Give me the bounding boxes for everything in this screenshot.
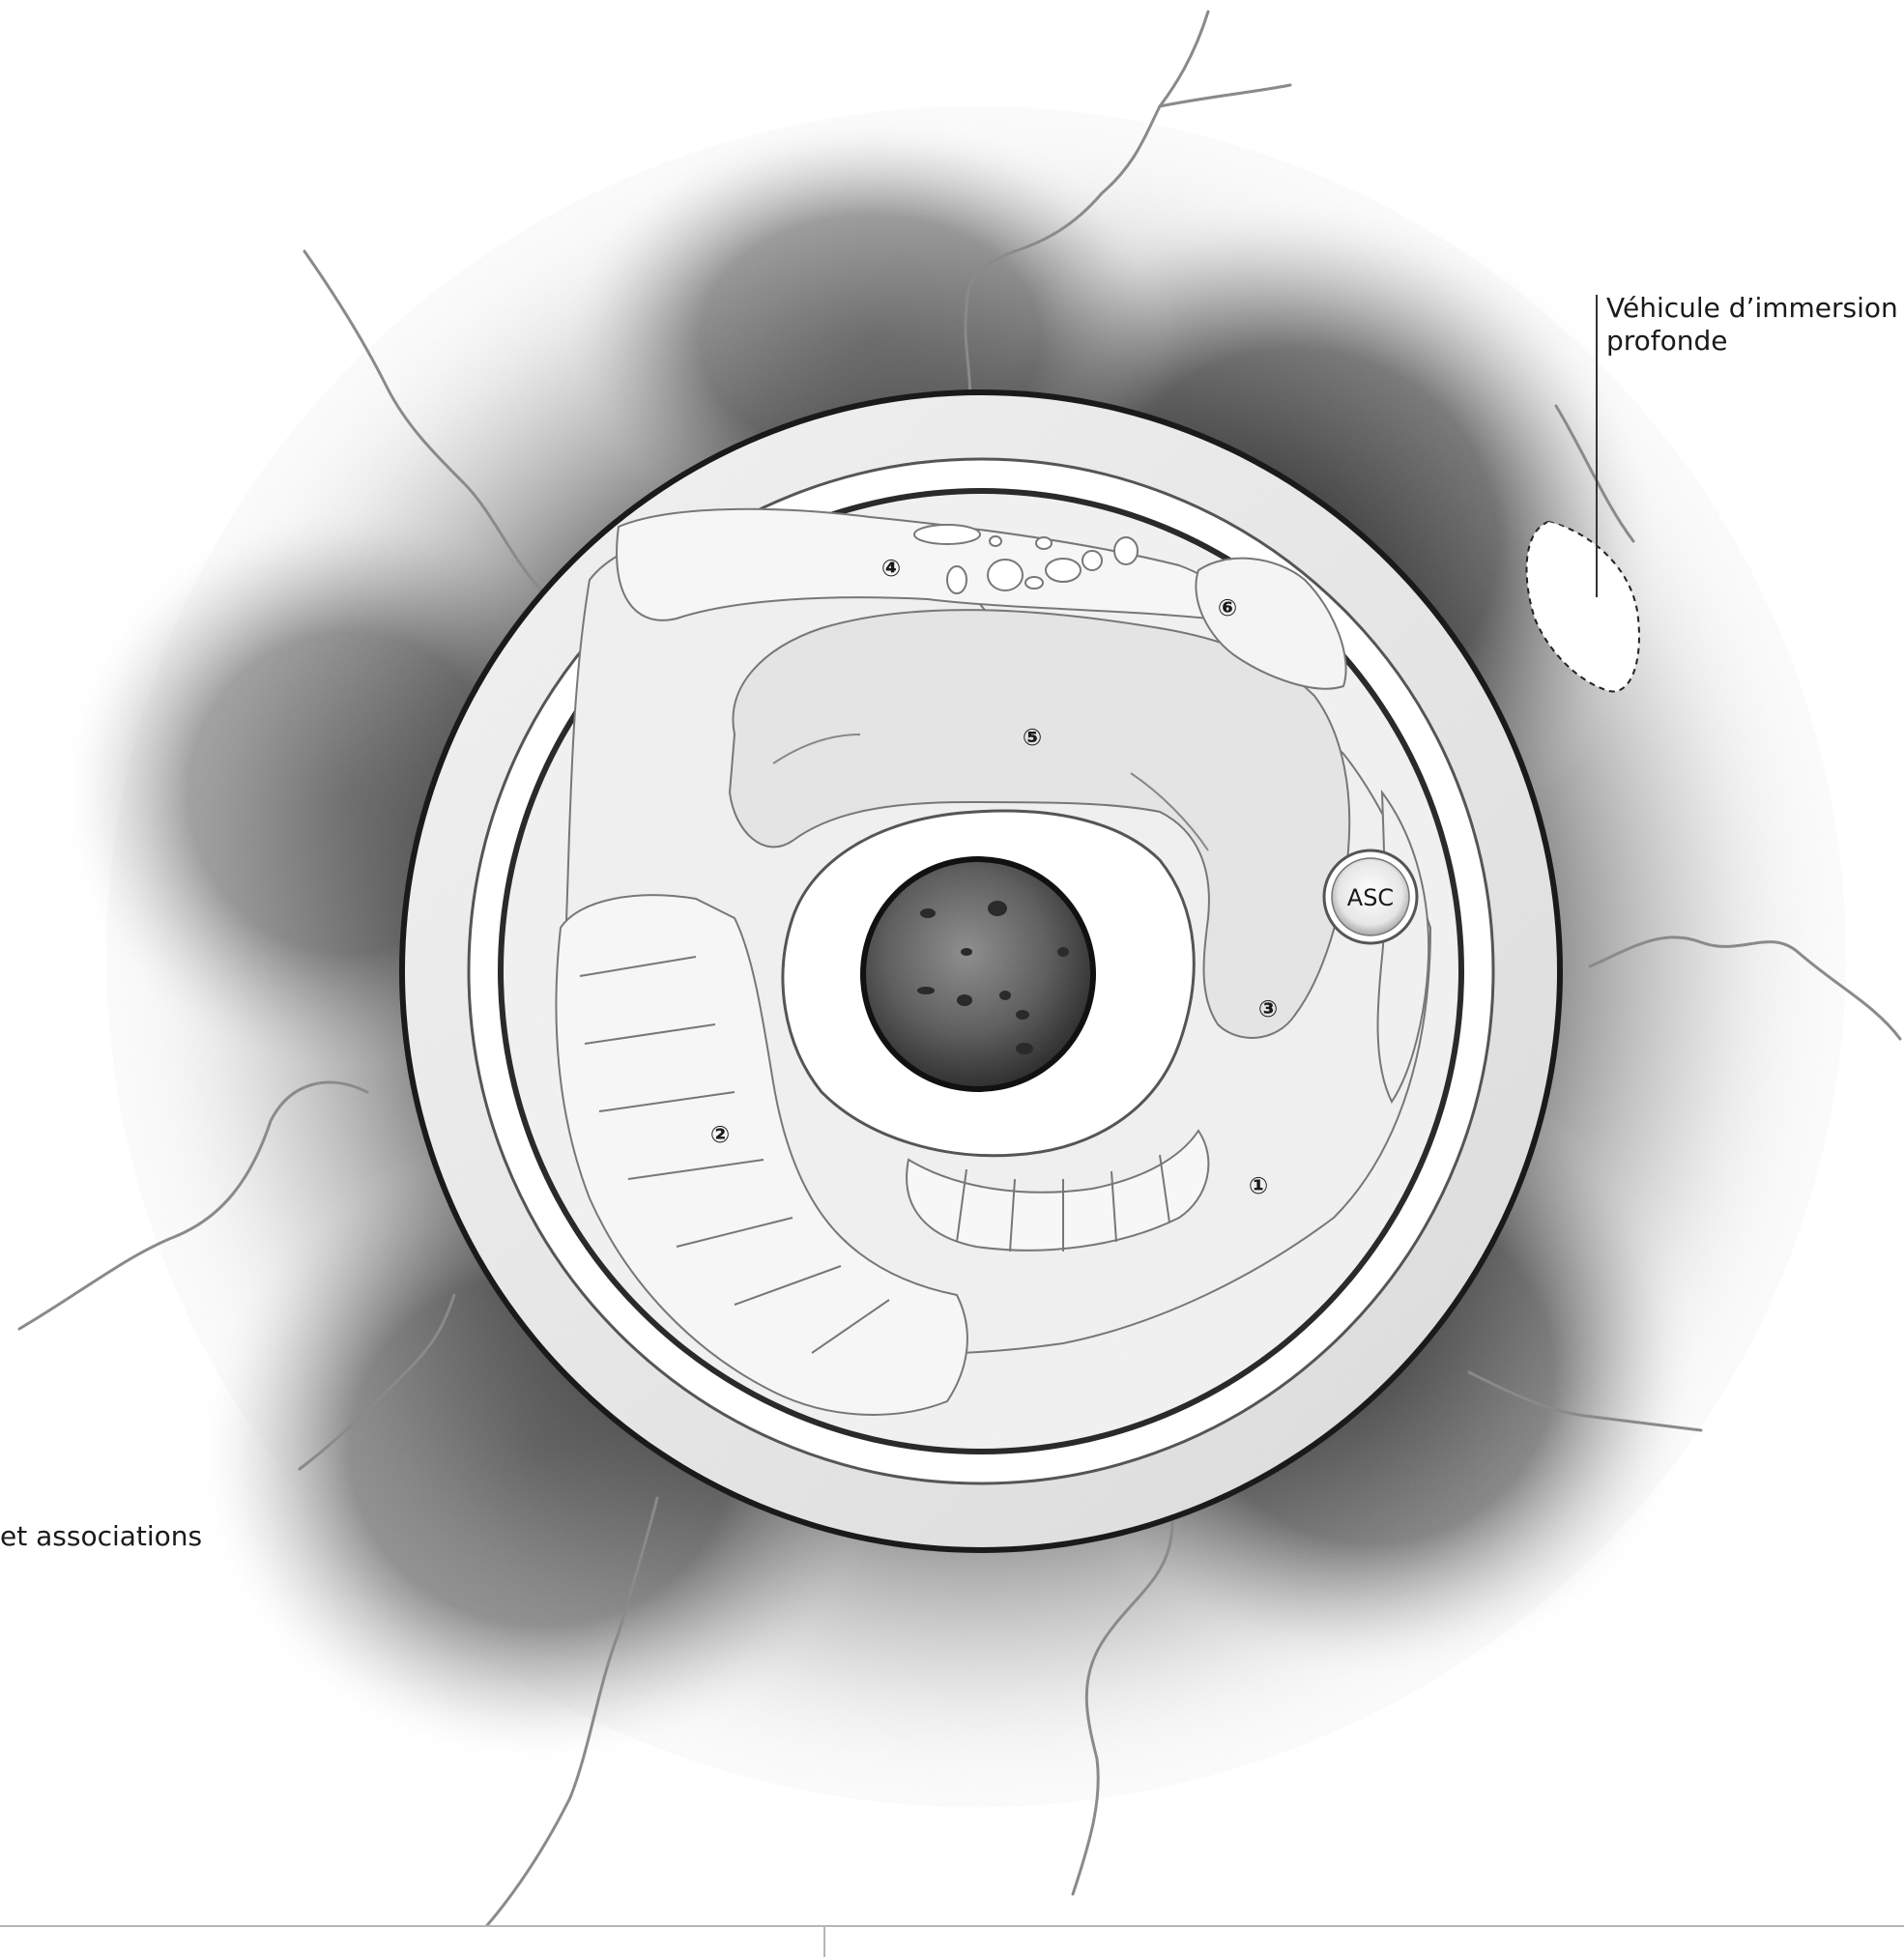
marker-5: ⑤: [1023, 724, 1042, 751]
vehicle-label-line2: profonde: [1606, 325, 1728, 357]
marker-6: ⑥: [1218, 594, 1237, 621]
marker-1: ①: [1249, 1172, 1268, 1199]
marker-4: ④: [881, 555, 901, 582]
marker-2: ②: [710, 1121, 730, 1148]
left-label-fragment: et associations: [0, 1520, 202, 1552]
vehicle-label-line1: Véhicule d’immersion: [1606, 292, 1898, 324]
bottom-panel-frame: [0, 1925, 1904, 1957]
panel-divider: [823, 1927, 825, 1957]
marker-3: ③: [1258, 995, 1278, 1022]
nucleus: [860, 856, 1096, 1092]
asc-label: ASC: [1347, 884, 1394, 911]
